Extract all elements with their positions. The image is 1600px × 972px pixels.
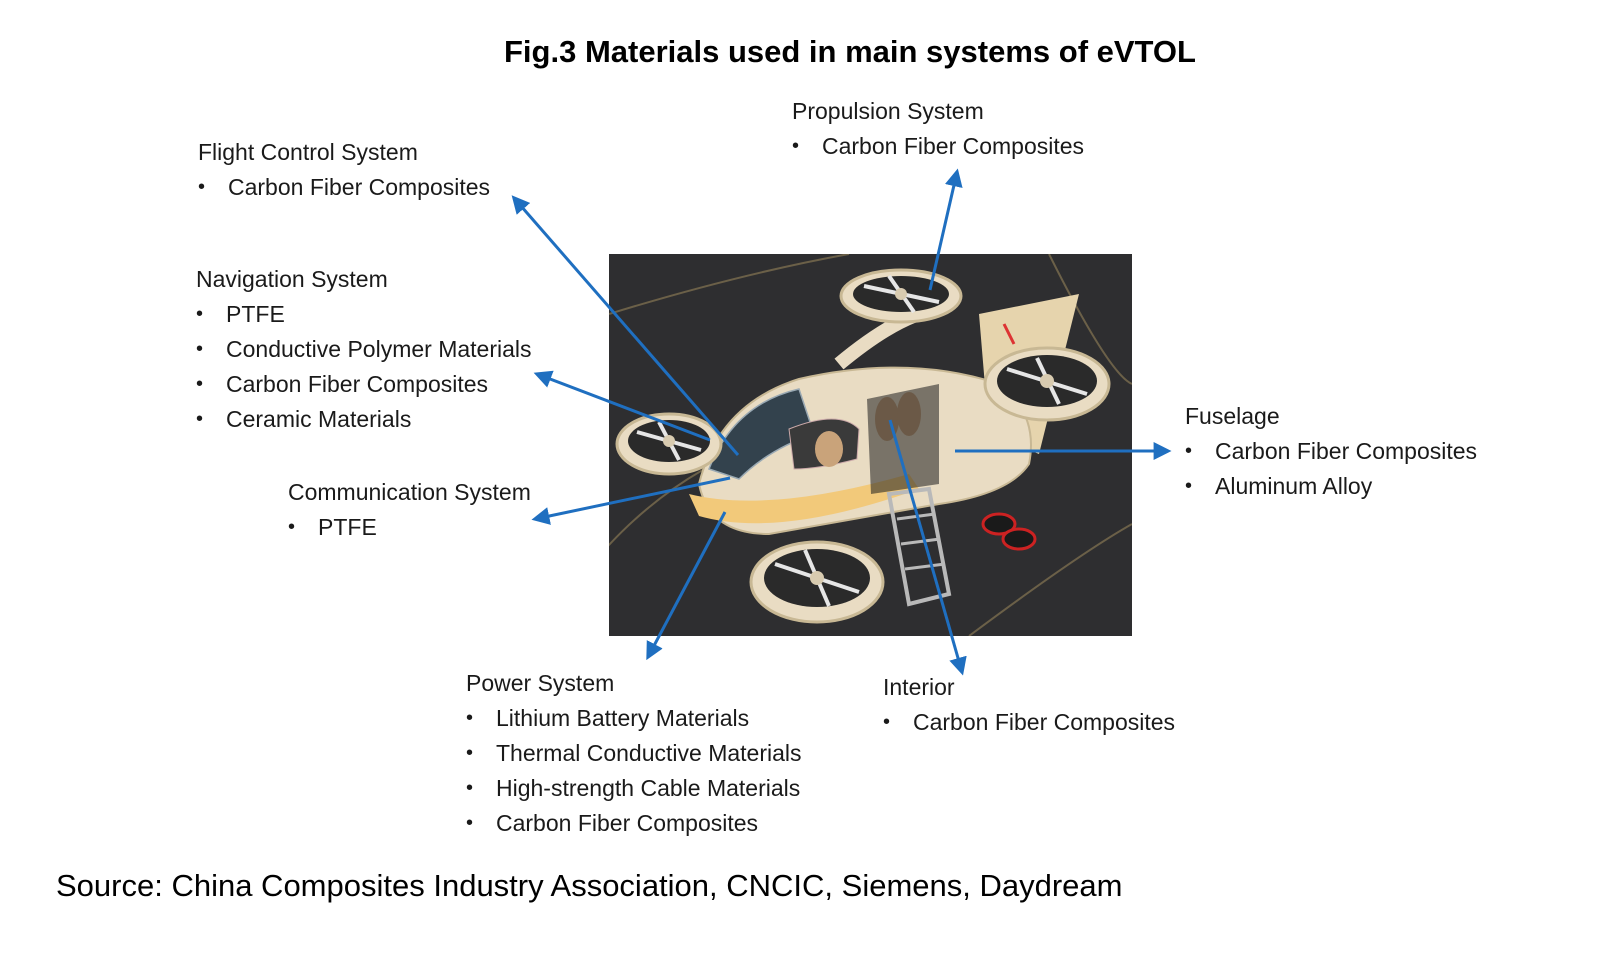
source-note: Source: China Composites Industry Associ… bbox=[56, 868, 1123, 903]
power-system-block: Power System Lithium Battery Materials T… bbox=[466, 666, 802, 841]
navigation-material-1: PTFE bbox=[196, 297, 532, 332]
fuselage-title: Fuselage bbox=[1185, 403, 1280, 429]
power-material-2: Thermal Conductive Materials bbox=[466, 736, 802, 771]
power-material-1: Lithium Battery Materials bbox=[466, 701, 802, 736]
communication-system-title: Communication System bbox=[288, 479, 531, 505]
fuselage-material-2: Aluminum Alloy bbox=[1185, 469, 1477, 504]
flight-control-system-block: Flight Control System Carbon Fiber Compo… bbox=[198, 135, 490, 205]
power-material-3: High-strength Cable Materials bbox=[466, 771, 802, 806]
propulsion-system-title: Propulsion System bbox=[792, 98, 984, 124]
fuselage-material-1: Carbon Fiber Composites bbox=[1185, 434, 1477, 469]
propulsion-material-1: Carbon Fiber Composites bbox=[792, 129, 1084, 164]
navigation-system-title: Navigation System bbox=[196, 266, 388, 292]
flight-control-system-title: Flight Control System bbox=[198, 139, 418, 165]
flight-control-material-1: Carbon Fiber Composites bbox=[198, 170, 490, 205]
navigation-material-2: Conductive Polymer Materials bbox=[196, 332, 532, 367]
navigation-material-3: Carbon Fiber Composites bbox=[196, 367, 532, 402]
fuselage-block: Fuselage Carbon Fiber Composites Aluminu… bbox=[1185, 399, 1477, 504]
communication-material-1: PTFE bbox=[288, 510, 531, 545]
communication-system-block: Communication System PTFE bbox=[288, 475, 531, 545]
navigation-material-4: Ceramic Materials bbox=[196, 402, 532, 437]
propulsion-system-block: Propulsion System Carbon Fiber Composite… bbox=[792, 94, 1084, 164]
interior-title: Interior bbox=[883, 674, 955, 700]
evtol-aircraft-illustration bbox=[609, 254, 1132, 636]
power-material-4: Carbon Fiber Composites bbox=[466, 806, 802, 841]
navigation-system-block: Navigation System PTFE Conductive Polyme… bbox=[196, 262, 532, 437]
interior-material-1: Carbon Fiber Composites bbox=[883, 705, 1175, 740]
interior-block: Interior Carbon Fiber Composites bbox=[883, 670, 1175, 740]
figure-title: Fig.3 Materials used in main systems of … bbox=[504, 34, 1196, 69]
power-system-title: Power System bbox=[466, 670, 615, 696]
